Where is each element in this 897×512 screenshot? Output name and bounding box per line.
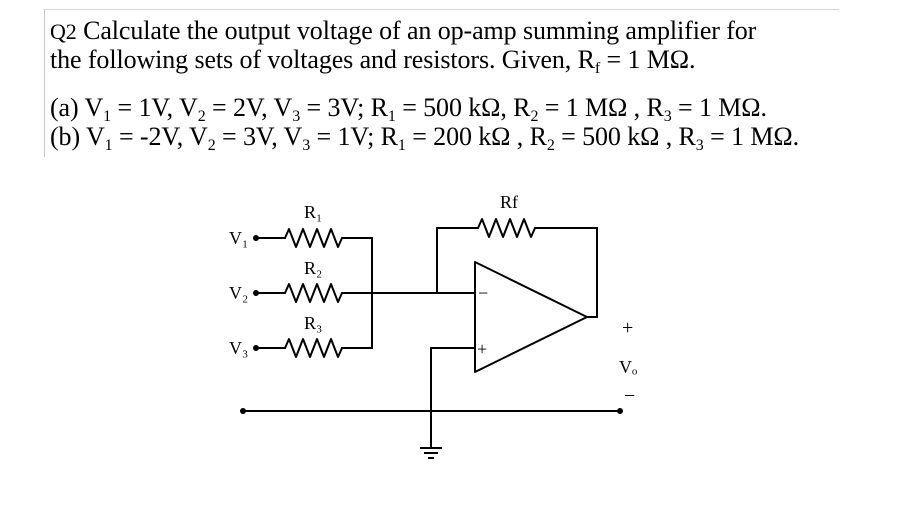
subscript-segment: 1 (397, 137, 406, 154)
question-text-1: Calculate the output voltage of an op-am… (83, 16, 757, 45)
text-segment: = 1 MΩ. (703, 122, 799, 151)
part-a-tag: (a) (50, 93, 79, 122)
question-text-2-tail: = 1 MΩ. (600, 45, 696, 74)
output-voltage-label: Vₒ (619, 357, 637, 377)
text-segment: V (78, 93, 104, 122)
ground-right-terminal (617, 408, 623, 414)
v3-label: V₃ (229, 338, 248, 358)
part-b-line: (b) V1 = -2V, V2 = 3V, V3 = 1V; R1 = 200… (50, 122, 799, 154)
subscript-segment: 2 (197, 108, 206, 125)
text-segment: = 2V, V (205, 93, 293, 122)
subscript-segment: 2 (530, 108, 539, 125)
question-number: Q2 (50, 19, 77, 44)
output-minus-sign: − (624, 385, 635, 407)
subscript-segment: 1 (103, 108, 112, 125)
subscript-segment: 2 (207, 137, 216, 154)
text-segment: = 1 MΩ. (671, 93, 767, 122)
part-b-values: V1 = -2V, V2 = 3V, V3 = 1V; R1 = 200 kΩ … (80, 122, 799, 154)
subscript-segment: 1 (104, 137, 113, 154)
top-rule (44, 9, 839, 10)
r2-resistor (284, 283, 343, 303)
text-segment: = 1 MΩ , R (538, 93, 664, 122)
rf-resistor (477, 218, 536, 238)
text-segment: = 1V; R (310, 122, 398, 151)
subscript-segment: 3 (695, 137, 704, 154)
subscript-segment: 3 (302, 137, 311, 154)
v1-label: V₁ (229, 228, 248, 248)
r3-label: R₃ (304, 313, 322, 333)
rf-label: Rf (500, 192, 518, 212)
text-segment: = 1V, V (111, 93, 198, 122)
terminals (240, 235, 623, 414)
subscript-segment: 1 (387, 108, 396, 125)
part-a-line: (a) V1 = 1V, V2 = 2V, V3 = 3V; R1 = 500 … (50, 93, 767, 125)
r1-label: R₁ (304, 202, 322, 222)
r1-resistor (284, 228, 343, 248)
ground-left-terminal (240, 408, 246, 414)
text-segment: = 3V, V (215, 122, 303, 151)
question-box (44, 9, 855, 157)
v3-terminal (253, 345, 259, 351)
part-a-values: V1 = 1V, V2 = 2V, V3 = 3V; R1 = 500 kΩ, … (78, 93, 767, 125)
noninverting-input-sign: + (477, 339, 487, 359)
subscript-segment: 2 (546, 137, 555, 154)
r2-label: R₂ (304, 258, 322, 278)
part-b-tag: (b) (50, 122, 81, 151)
subscript-segment: 3 (292, 108, 301, 125)
question-line-1: Q2 Calculate the output voltage of an op… (50, 18, 756, 44)
question-line-2: the following sets of voltages and resis… (50, 45, 696, 77)
text-segment: = 500 kΩ, R (395, 93, 531, 122)
output-plus-sign: + (622, 317, 633, 339)
question-text-2: the following sets of voltages and resis… (50, 45, 595, 74)
text-segment: = 500 kΩ , R (554, 122, 696, 151)
text-segment: = 200 kΩ , R (405, 122, 547, 151)
text-segment: V (80, 122, 105, 151)
inverting-input-sign: − (478, 283, 488, 303)
v2-label: V₂ (229, 283, 248, 303)
v1-terminal (253, 235, 259, 241)
r3-resistor (284, 338, 343, 358)
rf-subscript: f (594, 60, 601, 77)
ground-symbol (420, 447, 442, 459)
v2-terminal (253, 290, 259, 296)
subscript-segment: 3 (663, 108, 672, 125)
op-amp-triangle (474, 261, 588, 373)
text-segment: = -2V, V (112, 122, 208, 151)
text-segment: = 3V; R (300, 93, 388, 122)
